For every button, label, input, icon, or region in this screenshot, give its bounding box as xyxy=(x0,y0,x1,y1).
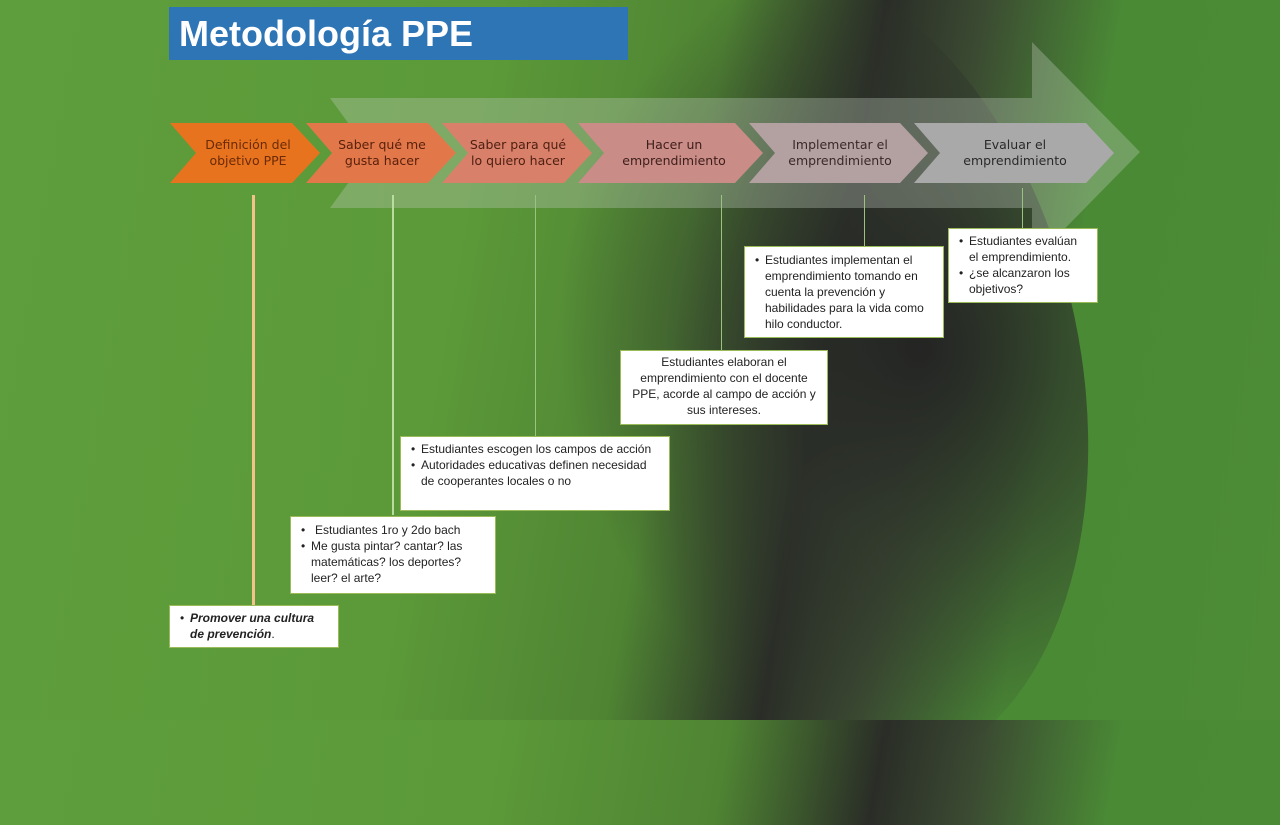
connector-line-1 xyxy=(252,195,255,605)
note-step-6-item-2: ¿se alcanzaron los objetivos? xyxy=(959,266,1089,298)
note-step-5: Estudiantes implementan el emprendimient… xyxy=(744,246,944,338)
chevron-step-5 xyxy=(749,123,928,183)
connector-line-5 xyxy=(864,195,865,247)
note-step-5-item-1: Estudiantes implementan el emprendimient… xyxy=(755,253,935,333)
chevron-step-1 xyxy=(170,123,320,183)
step-label-3: Saber para qué lo quiero hacer xyxy=(469,136,567,168)
process-diagram xyxy=(170,42,1140,262)
note-step-6-item-1: Estudiantes evalúan el emprendimiento. xyxy=(959,234,1089,266)
connector-line-3 xyxy=(535,195,536,437)
note-step-4-text: Estudiantes elaboran el emprendimiento c… xyxy=(632,355,816,417)
step-label-6: Evaluar el emprendimiento xyxy=(963,136,1067,168)
connector-line-4 xyxy=(721,195,722,351)
note-step-3-item-2: Autoridades educativas definen necesidad… xyxy=(411,458,661,490)
note-step-4: Estudiantes elaboran el emprendimiento c… xyxy=(620,350,828,425)
chevron-step-6 xyxy=(914,123,1114,183)
note-step-2-item-1: Estudiantes 1ro y 2do bach xyxy=(301,523,487,539)
step-label-1: Definición del objetivo PPE xyxy=(205,136,291,168)
chevron-step-4 xyxy=(578,123,763,183)
note-step-3: Estudiantes escogen los campos de acción… xyxy=(400,436,670,511)
note-step-1-item: Promover una cultura de prevención. xyxy=(180,611,330,643)
step-label-5: Implementar el emprendimiento xyxy=(788,136,892,168)
connector-line-2 xyxy=(392,195,394,515)
note-step-2-item-2: Me gusta pintar? cantar? las matemáticas… xyxy=(301,539,487,587)
note-step-2: Estudiantes 1ro y 2do bach Me gusta pint… xyxy=(290,516,496,594)
page-title: Metodología PPE xyxy=(169,7,628,60)
note-step-3-item-1: Estudiantes escogen los campos de acción xyxy=(411,442,661,458)
chevron-step-3 xyxy=(442,123,592,183)
note-step-1: Promover una cultura de prevención. xyxy=(169,605,339,648)
step-label-4: Hacer un emprendimiento xyxy=(622,136,726,168)
chevron-step-2 xyxy=(306,123,456,183)
note-step-6: Estudiantes evalúan el emprendimiento. ¿… xyxy=(948,228,1098,303)
step-label-2: Saber qué me gusta hacer xyxy=(338,136,426,168)
connector-line-6 xyxy=(1022,188,1023,228)
